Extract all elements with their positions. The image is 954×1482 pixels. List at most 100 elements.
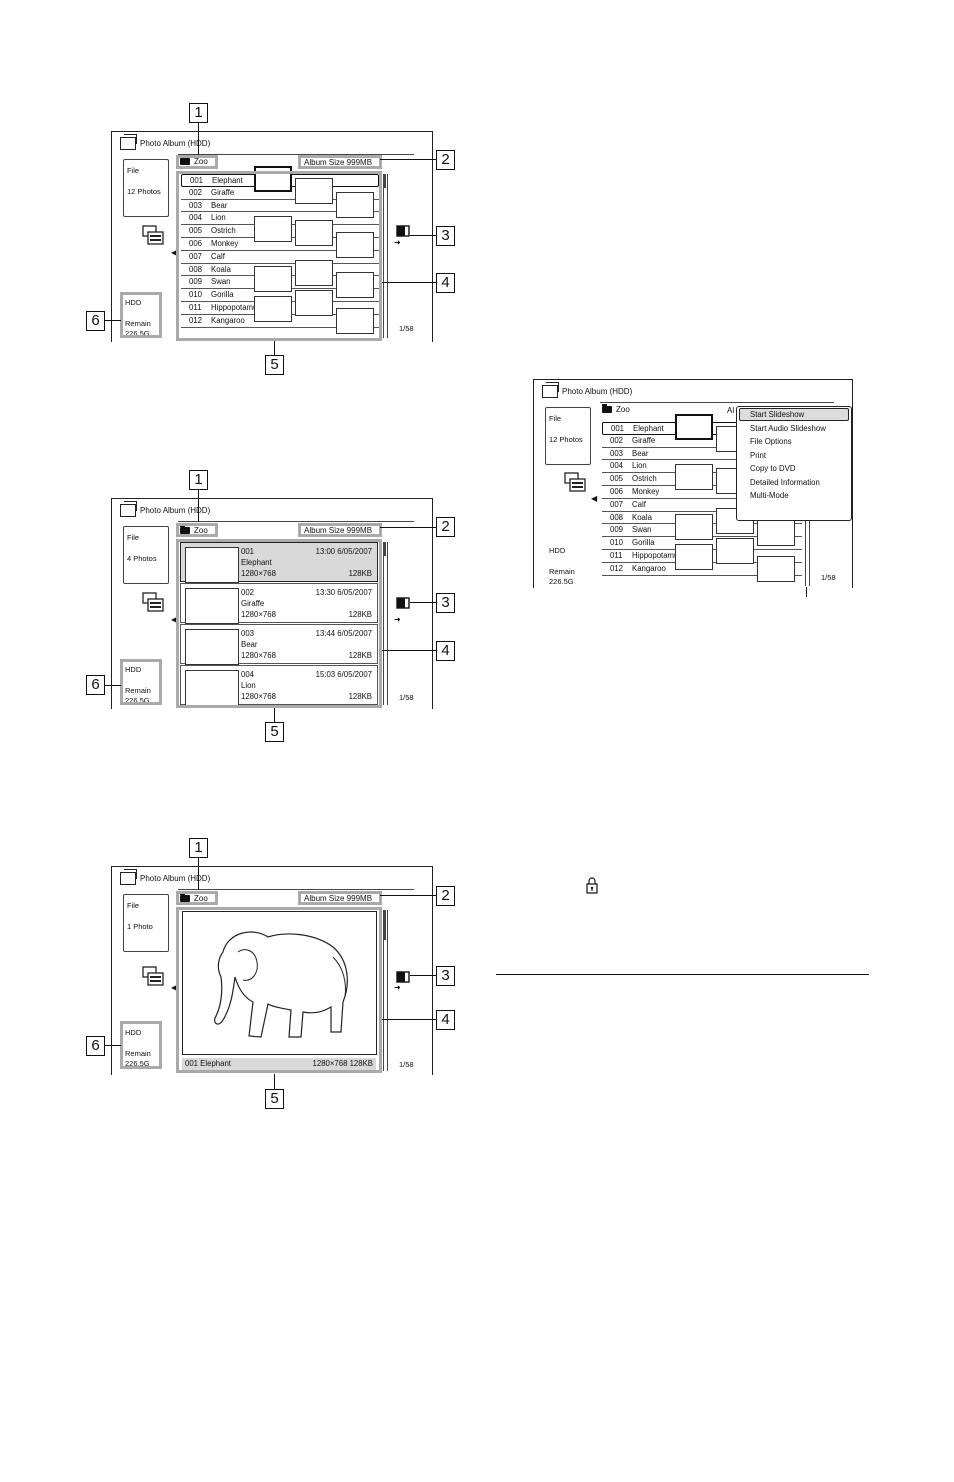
file-panel[interactable]: File 1 Photo — [123, 894, 169, 952]
list-item-name: Gorilla — [211, 290, 234, 300]
callout-6: 6 — [86, 675, 105, 695]
right-arrow-icon[interactable]: ➜ — [394, 615, 401, 624]
scrollbar[interactable] — [383, 542, 388, 705]
photo-frame — [182, 911, 377, 1055]
photo-thumbnail[interactable] — [675, 414, 713, 440]
callout-4: 4 — [436, 273, 455, 293]
scroll-thumb[interactable] — [383, 542, 386, 556]
album-size-highlight — [298, 523, 382, 537]
left-arrow-icon[interactable]: ◀ — [591, 494, 598, 503]
photo-thumbnail[interactable] — [254, 216, 292, 242]
list-item-number: 001 — [190, 176, 204, 185]
display-mode-icon — [396, 597, 410, 609]
right-arrow-icon[interactable]: ➜ — [394, 983, 401, 992]
photo-thumbnail[interactable] — [336, 232, 374, 258]
list-item-name: Monkey — [632, 487, 660, 496]
left-arrow-icon[interactable]: ◀ — [171, 615, 178, 624]
card-name: Giraffe — [241, 599, 265, 608]
menu-item[interactable]: Start Audio Slideshow — [750, 424, 826, 433]
left-arrow-icon[interactable]: ◀ — [171, 248, 178, 257]
view-toggle-icon[interactable] — [564, 472, 586, 492]
photo-thumbnail[interactable] — [757, 556, 795, 582]
list-item-number: 007 — [610, 499, 624, 509]
menu-item[interactable]: Start Slideshow — [739, 408, 849, 421]
list-item-name: Elephant — [212, 176, 243, 185]
menu-item[interactable]: Multi-Mode — [750, 490, 789, 500]
photo-thumbnail[interactable] — [295, 260, 333, 286]
callout-3: 3 — [436, 966, 455, 986]
photo-thumbnail[interactable] — [295, 178, 333, 204]
photo-thumbnail[interactable] — [675, 514, 713, 540]
screen-card-view: Photo Album (HDD) File 4 Photos ◀ ➜ HDD … — [111, 498, 433, 709]
photo-thumbnail[interactable] — [336, 192, 374, 218]
list-item[interactable]: 006 Monkey — [602, 486, 802, 499]
list-item-name: Hippopotamus — [211, 303, 262, 312]
file-panel[interactable]: File 12 Photos — [123, 159, 169, 217]
menu-item[interactable]: File Options — [750, 437, 792, 447]
scrollbar[interactable] — [383, 910, 388, 1071]
list-item-number: 001 — [611, 424, 625, 433]
photo-thumbnail[interactable] — [336, 308, 374, 334]
list-item-name: Elephant — [633, 424, 664, 433]
scrollbar[interactable] — [383, 174, 388, 338]
file-panel[interactable]: File 12 Photos — [545, 407, 591, 465]
list-item-name: Swan — [632, 525, 652, 535]
photo-thumbnail[interactable] — [254, 166, 292, 192]
menu-item[interactable]: Copy to DVD — [750, 464, 796, 474]
folder-highlight — [176, 891, 218, 905]
screen-title: Photo Album (HDD) — [120, 134, 210, 150]
photo-thumbnail[interactable] — [295, 220, 333, 246]
photo-thumbnail[interactable] — [336, 272, 374, 298]
photo-thumbnail[interactable] — [757, 520, 795, 546]
leader-1 — [198, 122, 199, 155]
scroll-thumb[interactable] — [383, 910, 386, 940]
list-item-number: 006 — [610, 487, 624, 496]
photo-thumbnail[interactable] — [675, 544, 713, 570]
photo-thumbnail[interactable] — [254, 296, 292, 322]
callout-5: 5 — [265, 1089, 284, 1109]
card-resolution: 1280×768 — [241, 651, 276, 660]
menu-item[interactable]: Print — [750, 450, 767, 460]
photo-thumbnail — [185, 629, 239, 665]
list-item-number: 003 — [610, 448, 624, 458]
view-toggle-icon[interactable] — [142, 225, 164, 245]
photo-thumbnail[interactable] — [295, 290, 333, 316]
file-panel[interactable]: File 4 Photos — [123, 526, 169, 584]
menu-item[interactable]: Detailed Information — [750, 477, 820, 487]
card-number: 001 — [241, 547, 255, 556]
photo-thumbnail[interactable] — [716, 538, 754, 564]
photo-thumbnail[interactable] — [675, 464, 713, 490]
left-arrow-icon[interactable]: ◀ — [171, 983, 178, 992]
callout-5: 5 — [265, 355, 284, 375]
album-size: Album Size 999MB — [304, 894, 373, 903]
list-item-name: Kangaroo — [632, 563, 666, 573]
list-item-name: Koala — [632, 512, 652, 522]
view-toggle-icon[interactable] — [142, 966, 164, 986]
screen-title: Photo Album (HDD) — [120, 869, 210, 885]
photo-caption: 001 Elephant 1280×768 128KB — [182, 1058, 376, 1070]
list-item-number: 010 — [610, 538, 624, 548]
callout-1: 1 — [189, 470, 208, 490]
card-time: 13:00 6/05/2007 — [315, 547, 372, 556]
view-toggle-icon[interactable] — [142, 592, 164, 612]
screen-list-view: Photo Album (HDD) File 12 Photos ◀ ➜ HDD… — [111, 131, 433, 342]
right-arrow-icon[interactable]: ➜ — [394, 238, 401, 247]
leader-4 — [382, 282, 436, 283]
photo-thumbnail[interactable] — [254, 266, 292, 292]
list-item-number: 010 — [189, 290, 203, 300]
scroll-thumb[interactable] — [383, 174, 386, 188]
